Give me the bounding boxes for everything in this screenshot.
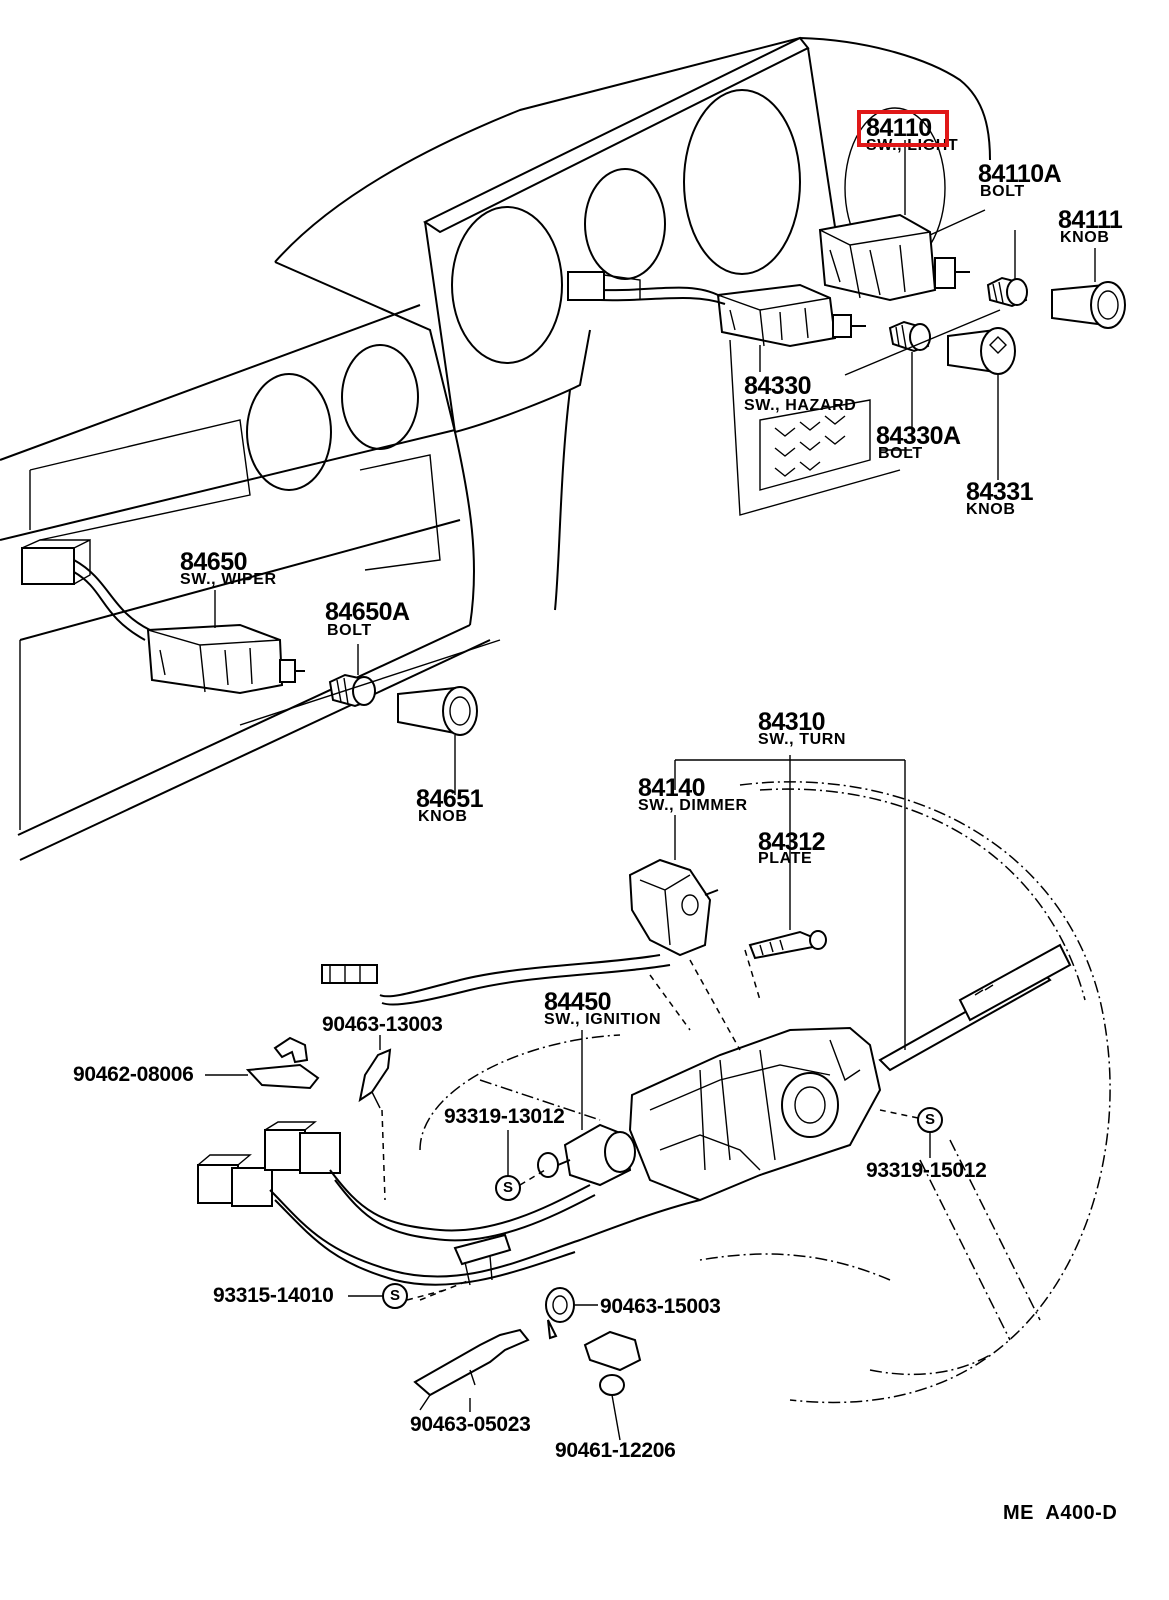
clamp-08006-drawing	[205, 1036, 320, 1090]
clip-15003-drawing	[545, 1287, 598, 1340]
wiper-switch-bolt-drawing	[328, 644, 376, 708]
light-switch-bolt-drawing	[986, 230, 1028, 308]
dimmer-switch-drawing	[321, 815, 741, 1051]
part-number-84111[interactable]: 84111	[1058, 206, 1123, 234]
screw-14010-marker	[348, 1283, 446, 1309]
part-name-84650: SW., WIPER	[180, 571, 277, 588]
part-name-84310: SW., TURN	[758, 731, 847, 748]
selected-part-highlight	[857, 110, 949, 147]
diagram-code: ME A400-D	[1003, 1502, 1118, 1524]
part-number-93319-13012[interactable]: 93319-13012	[444, 1105, 565, 1128]
part-number-84310[interactable]: 84310	[758, 708, 826, 736]
part-number-84312[interactable]: 84312	[758, 828, 826, 856]
light-switch-knob-drawing	[1051, 248, 1126, 329]
part-number-84110a[interactable]: 84110A	[978, 160, 1062, 188]
hazard-switch-drawing	[567, 271, 866, 372]
part-number-93315-14010[interactable]: 93315-14010	[213, 1284, 334, 1307]
combination-switch-drawing	[628, 755, 1072, 1202]
part-name-84312: PLATE	[758, 850, 813, 867]
part-number-90462-08006[interactable]: 90462-08006	[73, 1063, 194, 1086]
part-number-84650a[interactable]: 84650A	[325, 598, 410, 626]
part-number-84450[interactable]: 84450	[544, 988, 612, 1016]
turn-plate-drawing	[744, 930, 827, 1001]
part-name-84650a: BOLT	[327, 622, 372, 639]
part-name-84331: KNOB	[966, 501, 1016, 518]
hazard-switch-knob-drawing	[947, 327, 1016, 480]
dashboard-outline	[0, 36, 991, 861]
screw-13012-marker	[495, 1130, 546, 1201]
part-name-84651: KNOB	[418, 808, 468, 825]
screw-15012-marker	[879, 1107, 943, 1158]
part-number-84330[interactable]: 84330	[744, 372, 812, 400]
part-number-90463-15003[interactable]: 90463-15003	[600, 1295, 721, 1318]
part-number-90461-12206[interactable]: 90461-12206	[555, 1439, 676, 1462]
part-number-90463-13003[interactable]: 90463-13003	[322, 1013, 443, 1036]
part-name-84140: SW., DIMMER	[638, 797, 748, 814]
part-number-90463-05023[interactable]: 90463-05023	[410, 1413, 531, 1436]
part-name-84450: SW., IGNITION	[544, 1011, 662, 1028]
clamp-12206-drawing	[583, 1330, 642, 1441]
part-name-84330a: BOLT	[878, 445, 923, 462]
part-number-84330a[interactable]: 84330A	[876, 422, 961, 450]
wiper-switch-knob-drawing	[397, 686, 478, 795]
screw-marker-14010: S	[390, 1287, 401, 1304]
clip-13003-drawing	[358, 1035, 392, 1201]
part-number-84650[interactable]: 84650	[180, 548, 248, 576]
screw-marker-13012: S	[503, 1179, 514, 1196]
part-name-84110a: BOLT	[980, 183, 1025, 200]
clip-05023-drawing	[413, 1328, 530, 1412]
part-name-84330: SW., HAZARD	[744, 397, 857, 414]
part-name-84111: KNOB	[1060, 229, 1110, 246]
part-number-84651[interactable]: 84651	[416, 785, 484, 813]
screw-marker-15012: S	[925, 1111, 936, 1128]
light-switch-drawing	[818, 140, 986, 302]
part-number-84110[interactable]: 84110	[866, 114, 932, 142]
part-number-84140[interactable]: 84140	[638, 774, 706, 802]
part-number-93319-15012[interactable]: 93319-15012	[866, 1159, 987, 1182]
main-harness-drawing	[197, 1121, 701, 1301]
wiper-switch-drawing	[21, 538, 305, 695]
part-number-84331[interactable]: 84331	[966, 478, 1034, 506]
